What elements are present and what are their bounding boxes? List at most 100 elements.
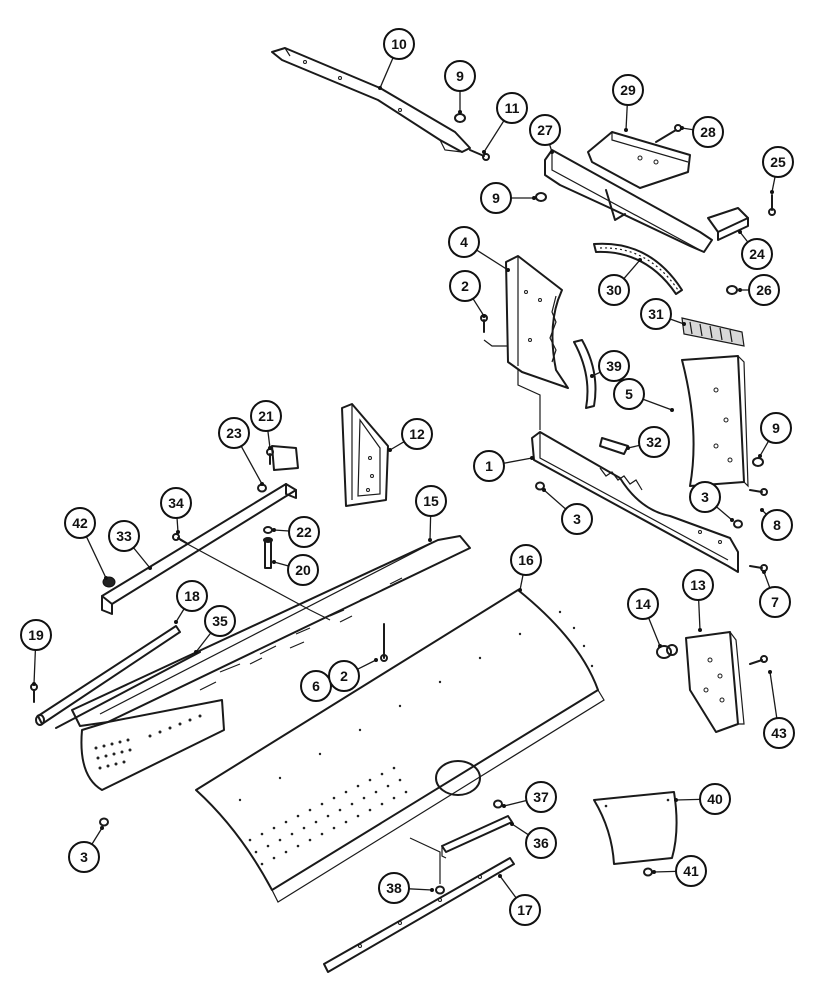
callout-13-end-plate: 13: [682, 569, 714, 632]
callout-21-bolt: 21: [250, 400, 282, 450]
callout-number: 38: [386, 880, 402, 896]
callout-5-side-plate: 5: [613, 378, 674, 412]
callout-leader-line: [623, 259, 641, 280]
bolt-8: [749, 488, 768, 496]
callout-circle: [250, 400, 282, 432]
callout-38-nut: 38: [378, 872, 434, 904]
callout-circle: [401, 418, 433, 450]
callout-leader-line: [771, 176, 776, 193]
callout-number: 17: [517, 902, 533, 918]
callout-leader-tip: [770, 190, 774, 194]
callout-leader-tip: [104, 576, 108, 580]
callout-number: 43: [771, 725, 787, 741]
callout-22-washer: 22: [272, 516, 320, 548]
frame-bar-part: [271, 47, 471, 153]
callout-circle: [328, 660, 360, 692]
callout-41-bolt: 41: [652, 855, 707, 887]
callout-number: 24: [749, 246, 765, 262]
callout-number: 29: [620, 82, 636, 98]
callout-leader-tip: [624, 128, 628, 132]
callout-leader-line: [273, 561, 289, 567]
callout-number: 41: [683, 863, 699, 879]
leader-line: [517, 370, 541, 430]
callout-number: 9: [492, 190, 500, 206]
bracket-21-part: [271, 445, 299, 471]
callout-6-bolt: 6: [300, 670, 332, 702]
callout-leader-tip: [680, 126, 684, 130]
callout-number: 9: [456, 68, 464, 84]
callout-circle: [383, 28, 415, 60]
callout-number: 39: [606, 358, 622, 374]
callout-circle: [689, 481, 721, 513]
callout-number: 35: [212, 613, 228, 629]
callout-leader-tip: [374, 658, 378, 662]
callout-circle: [682, 569, 714, 601]
callout-circle: [761, 509, 793, 541]
callout-leader-line: [625, 104, 628, 131]
callout-number: 10: [391, 36, 407, 52]
callout-circle: [480, 182, 512, 214]
grommet-14: [656, 644, 678, 659]
side-plate-4-part: [505, 255, 569, 389]
callout-3-nut: 3: [68, 826, 104, 873]
callout-number: 25: [770, 154, 786, 170]
bar-33-part: [101, 483, 297, 615]
callout-43-bolt: 43: [763, 670, 795, 749]
callout-number: 30: [606, 282, 622, 298]
brush-seal-part: [681, 317, 745, 347]
callout-leader-tip: [32, 682, 36, 686]
callout-23-nut: 23: [218, 417, 264, 486]
nut-26: [726, 285, 738, 295]
callout-leader-tip: [174, 620, 178, 624]
bolt-19: [30, 683, 38, 703]
callout-number: 1: [485, 458, 493, 474]
callout-circle: [741, 238, 773, 270]
callout-leader-tip: [100, 826, 104, 830]
callout-8-bolt: 8: [760, 508, 793, 541]
callout-9-nut: 9: [480, 182, 536, 214]
callout-leader-line: [91, 827, 103, 845]
callout-number: 42: [72, 515, 88, 531]
callout-number: 23: [226, 425, 242, 441]
callout-1-lower-plate: 1: [473, 450, 534, 482]
angle-bracket-part: [707, 207, 749, 241]
callout-leader-tip: [626, 446, 630, 450]
callout-leader-line: [519, 574, 524, 591]
callout-circle: [448, 226, 480, 258]
callout-leader-tip: [532, 196, 536, 200]
callout-circle: [108, 520, 140, 552]
callout-leader-line: [669, 318, 685, 325]
support-beam-part: [544, 149, 713, 253]
callout-leader-line: [195, 632, 212, 653]
callout-circle: [760, 412, 792, 444]
end-plate-13-part: [685, 631, 745, 733]
callout-leader-line: [511, 823, 529, 836]
callout-circle: [638, 426, 670, 458]
callout-leader-line: [176, 517, 179, 533]
callout-15-upper-sieve: 15: [415, 485, 447, 542]
callout-circle: [525, 781, 557, 813]
callout-number: 3: [573, 511, 581, 527]
callout-4-side-plate: 4: [448, 226, 510, 272]
callout-number: 9: [772, 420, 780, 436]
callout-leader-tip: [148, 566, 152, 570]
callout-42-nut: 42: [64, 507, 108, 580]
callout-number: 16: [518, 552, 534, 568]
callout-circle: [449, 270, 481, 302]
callout-leader-line: [763, 571, 771, 589]
callout-circle: [510, 544, 542, 576]
callout-number: 11: [505, 100, 520, 116]
callout-leader-tip: [506, 268, 510, 272]
callout-leader-tip: [682, 322, 686, 326]
curved-strip-39-part: [573, 339, 597, 409]
callout-leader-tip: [760, 508, 764, 512]
callout-leader-line: [267, 430, 271, 449]
bolt-6-2: [380, 623, 388, 662]
callout-leader-tip: [378, 86, 382, 90]
callout-number: 33: [116, 528, 132, 544]
callout-leader-tip: [518, 588, 522, 592]
cover-panel-16-part: [195, 589, 605, 903]
callout-circle: [613, 378, 645, 410]
side-plate-5-part: [681, 355, 749, 488]
